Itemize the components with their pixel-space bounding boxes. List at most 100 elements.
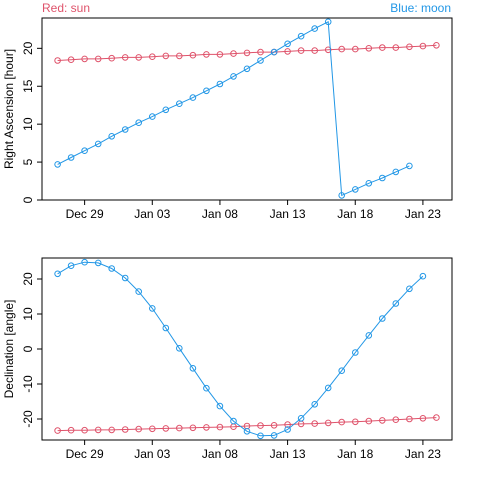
- moon-data-point: [121, 274, 129, 282]
- x-tick-label: Jan 23: [405, 447, 441, 461]
- sun-data-point: [108, 426, 115, 434]
- moon-data-point: [392, 300, 400, 307]
- moon-data-point: [311, 401, 319, 408]
- sun-data-point: [203, 51, 210, 58]
- y-tick-label: 10: [21, 307, 35, 321]
- legend-sun-label: Red: sun: [42, 1, 90, 15]
- sun-data-point: [338, 418, 346, 426]
- moon-data-point: [216, 402, 224, 410]
- sun-data-point: [81, 55, 88, 63]
- y-tick-label: -10: [21, 375, 35, 393]
- sun-data-point: [352, 418, 359, 426]
- sun-series-line: [57, 44, 437, 61]
- moon-data-point: [94, 140, 102, 148]
- moon-data-point: [135, 288, 142, 295]
- moon-data-point: [338, 192, 346, 199]
- sun-data-point: [352, 45, 359, 53]
- sun-data-point: [203, 424, 210, 431]
- legend-moon-label: Blue: moon: [390, 1, 451, 15]
- moon-data-point: [311, 25, 319, 32]
- moon-data-point: [81, 147, 88, 154]
- moon-data-point: [257, 432, 264, 440]
- y-tick-label: 5: [21, 158, 35, 165]
- sun-data-point: [54, 57, 61, 64]
- x-tick-label: Jan 23: [405, 207, 441, 221]
- y-tick-label: 15: [21, 79, 35, 93]
- moon-data-point: [135, 119, 142, 126]
- moon-data-point: [67, 262, 75, 270]
- sun-data-point: [121, 426, 129, 433]
- sun-data-point: [135, 425, 142, 433]
- y-tick-label: -20: [21, 410, 35, 428]
- x-tick-label: Jan 13: [270, 207, 306, 221]
- x-tick-label: Jan 08: [202, 447, 238, 461]
- sun-data-point: [365, 417, 373, 425]
- x-tick-label: Dec 29: [66, 207, 104, 221]
- y-axis-label: Right Ascension [hour]: [2, 49, 16, 169]
- sun-data-point: [379, 44, 386, 51]
- sun-data-point: [149, 53, 156, 61]
- x-tick-label: Jan 03: [134, 447, 170, 461]
- moon-data-point: [352, 186, 359, 193]
- sun-data-point: [406, 43, 413, 51]
- moon-data-point: [257, 57, 264, 64]
- moon-data-point: [108, 133, 115, 140]
- sun-data-point: [257, 48, 264, 56]
- sun-data-point: [189, 424, 197, 432]
- moon-data-point: [419, 272, 427, 280]
- moon-data-point: [230, 417, 237, 425]
- moon-data-point: [230, 73, 237, 80]
- sun-data-point: [189, 51, 197, 59]
- moon-data-point: [297, 32, 305, 40]
- moon-data-point: [406, 162, 413, 170]
- moon-data-point: [270, 432, 278, 439]
- y-tick-label: 0: [21, 345, 35, 352]
- moon-series-line: [57, 21, 410, 197]
- sun-data-point: [392, 44, 400, 51]
- sun-data-point: [149, 425, 156, 433]
- moon-data-point: [149, 113, 156, 120]
- sun-data-point: [324, 46, 332, 54]
- plot-frame: [41, 17, 453, 201]
- y-tick-label: 20: [21, 272, 35, 286]
- x-tick-label: Dec 29: [66, 447, 104, 461]
- sun-data-point: [176, 52, 183, 60]
- moon-data-point: [324, 384, 332, 392]
- moon-data-point: [54, 161, 61, 168]
- plot-frame: [41, 257, 453, 441]
- sun-data-point: [216, 51, 224, 58]
- sun-data-point: [257, 422, 264, 429]
- moon-data-point: [284, 40, 291, 48]
- sun-data-point: [121, 54, 129, 61]
- sun-data-point: [324, 419, 332, 427]
- sun-data-point: [176, 424, 183, 432]
- moon-data-point: [379, 315, 386, 322]
- y-tick-label: 10: [21, 117, 35, 131]
- sun-data-point: [406, 415, 413, 423]
- moon-data-point: [189, 365, 197, 372]
- sun-data-point: [94, 426, 102, 434]
- sun-data-point: [81, 426, 88, 434]
- moon-data-point: [216, 80, 224, 88]
- moon-data-point: [162, 106, 170, 114]
- moon-data-point: [365, 332, 373, 339]
- moon-data-point: [243, 65, 251, 73]
- sun-data-point: [243, 49, 251, 57]
- moon-data-point: [324, 18, 332, 26]
- moon-data-point: [189, 94, 197, 101]
- sun-data-point: [54, 427, 61, 434]
- sun-data-point: [379, 417, 386, 424]
- x-tick-label: Jan 18: [337, 447, 373, 461]
- sun-data-point: [365, 45, 373, 52]
- moon-data-point: [352, 349, 359, 356]
- sun-data-point: [230, 50, 237, 57]
- moon-series-line: [57, 261, 424, 437]
- sun-data-point: [108, 54, 115, 62]
- y-tick-label: 20: [21, 41, 35, 55]
- sun-data-point: [162, 425, 170, 432]
- sun-data-point: [338, 45, 346, 53]
- sun-data-point: [135, 54, 142, 61]
- sun-data-point: [67, 426, 75, 434]
